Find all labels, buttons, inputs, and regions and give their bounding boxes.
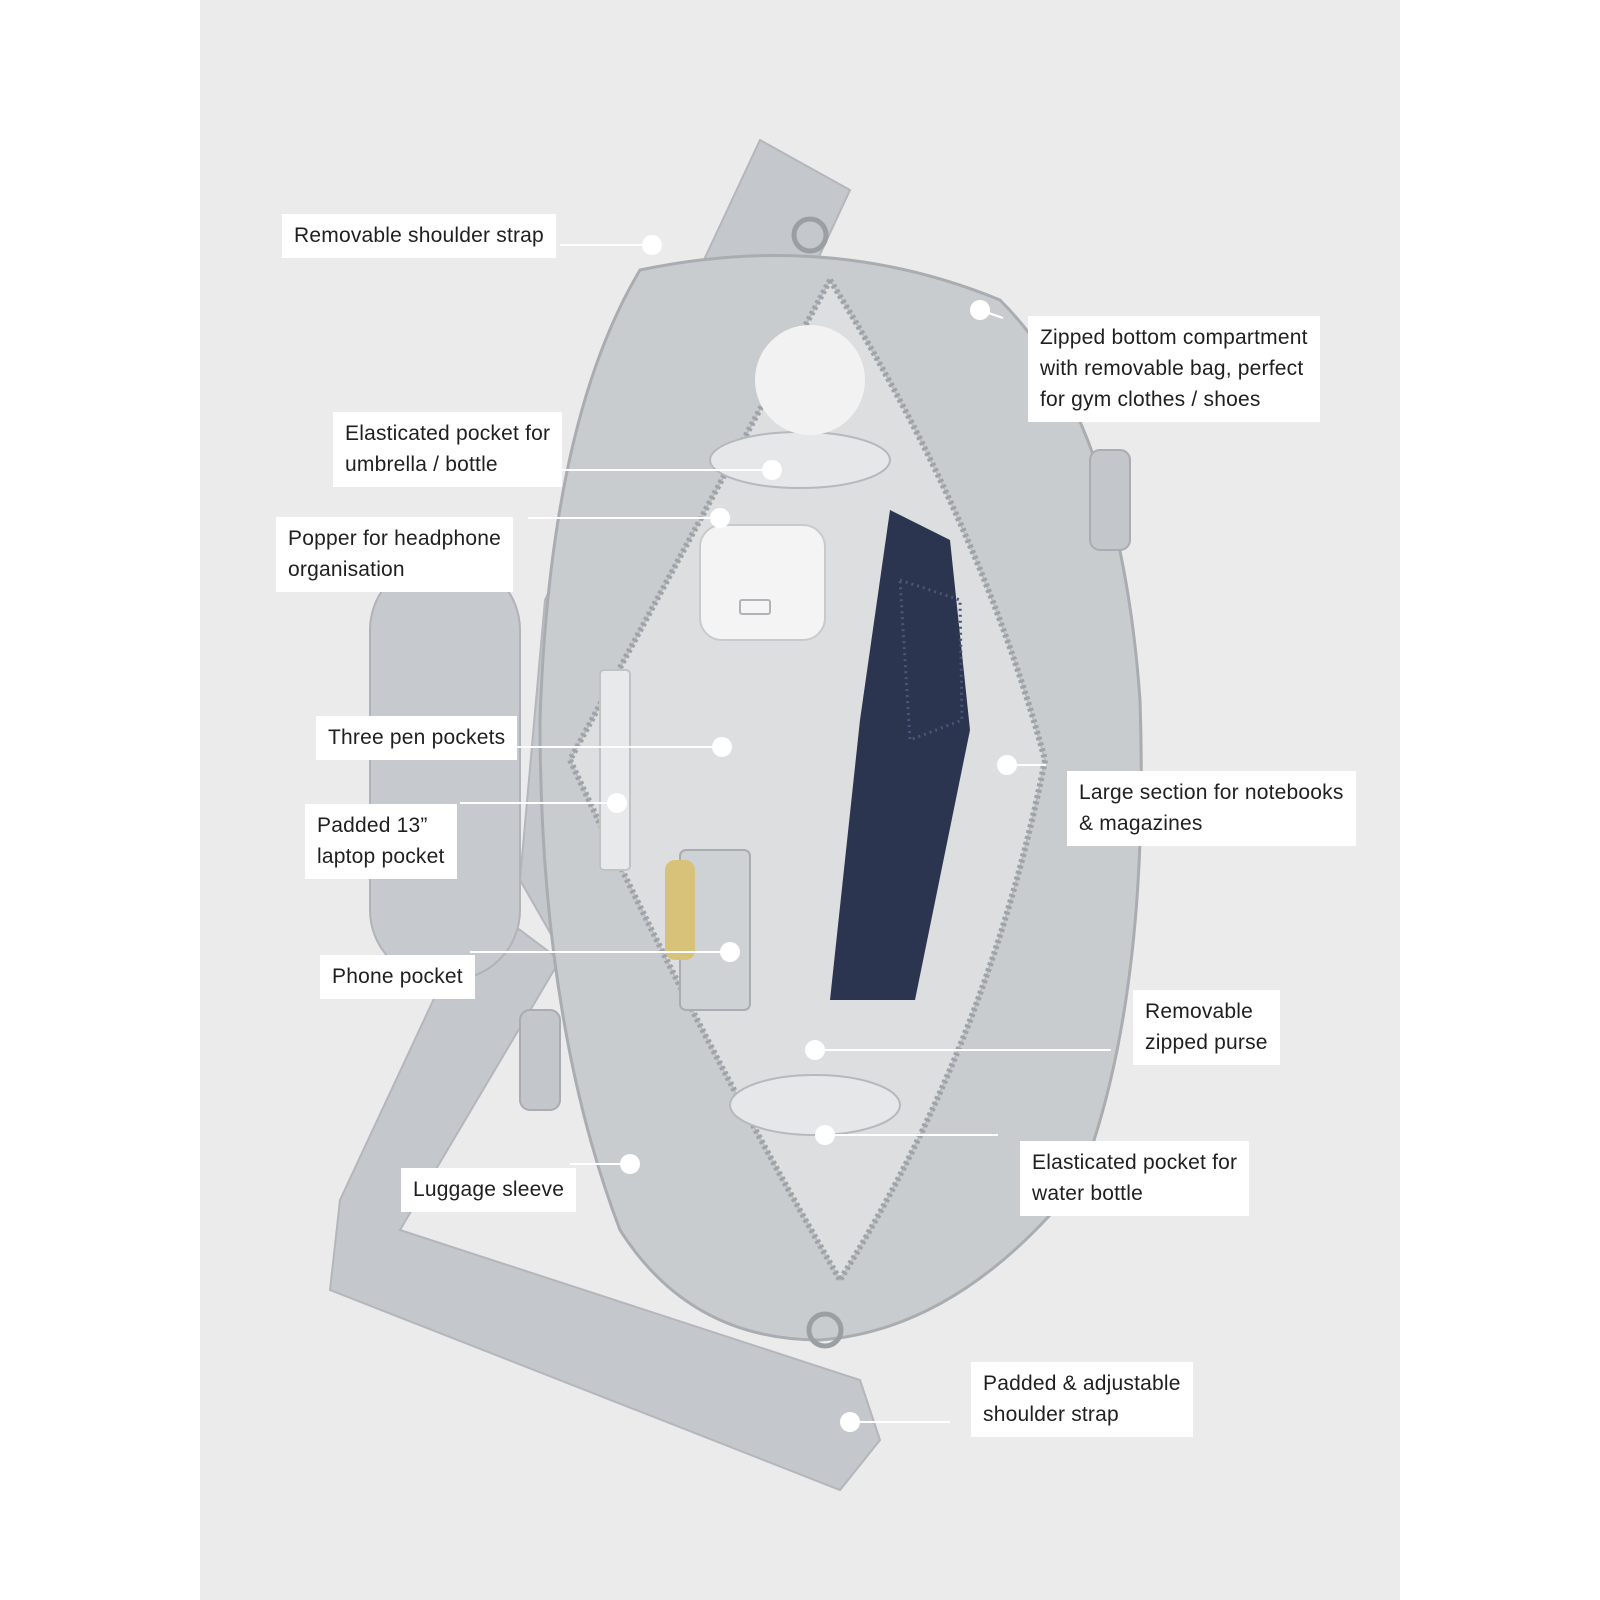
right-side-tab — [1089, 449, 1131, 551]
lower-side-tab — [519, 1009, 561, 1111]
umbrella-top — [755, 325, 865, 435]
label-zipped-purse: Removable zipped purse — [1133, 990, 1280, 1065]
phone-item — [665, 860, 695, 960]
bottom-clasp — [806, 1311, 844, 1349]
label-luggage-sleeve: Luggage sleeve — [401, 1168, 577, 1212]
strap-lower — [328, 898, 882, 1492]
label-notebook-section: Large section for notebooks & magazines — [1067, 771, 1356, 846]
laptop-sleeve — [599, 669, 631, 871]
label-shoulder-strap: Removable shoulder strap — [282, 214, 556, 258]
label-water-bottle-pocket: Elasticated pocket for water bottle — [1020, 1141, 1250, 1216]
bottom-elastic-pocket — [729, 1074, 901, 1136]
label-laptop-pocket: Padded 13” laptop pocket — [305, 804, 457, 879]
charger-item — [699, 524, 826, 641]
label-phone-pocket: Phone pocket — [320, 955, 475, 999]
charger-port — [739, 599, 771, 615]
label-headphone-popper: Popper for headphone organisation — [276, 517, 514, 592]
label-pen-pockets: Three pen pockets — [316, 716, 518, 760]
leader-dots — [607, 235, 1017, 1432]
label-umbrella-pocket: Elasticated pocket for umbrella / bottle — [333, 412, 563, 487]
brush-bristles — [898, 577, 964, 743]
zipper-right — [827, 278, 1049, 1282]
brush-item — [830, 510, 970, 1000]
top-clasp — [791, 216, 829, 254]
label-bottom-compartment: Zipped bottom compartment with removable… — [1028, 316, 1320, 422]
label-adjustable-strap: Padded & adjustable shoulder strap — [971, 1362, 1193, 1437]
top-elastic-pocket — [709, 431, 891, 489]
left-handle — [369, 559, 521, 981]
